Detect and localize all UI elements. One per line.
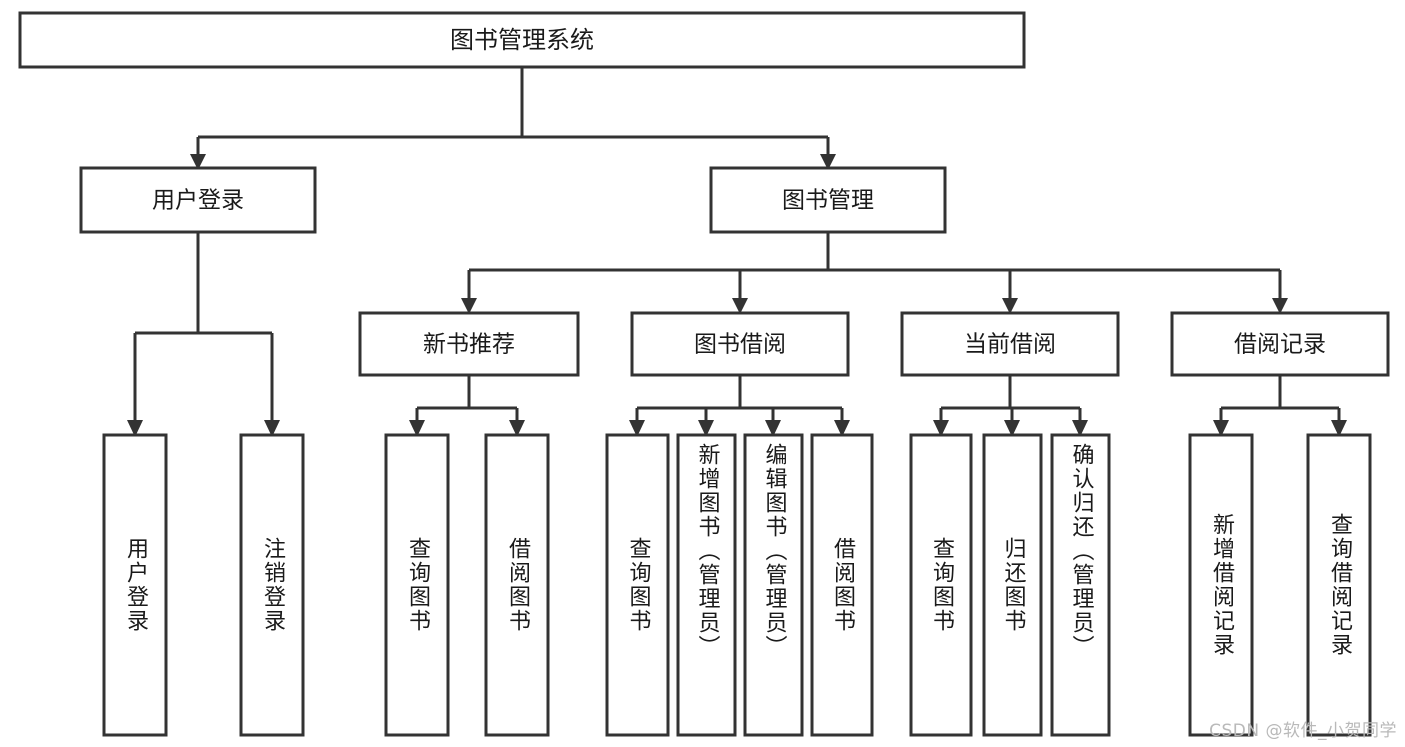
arrow-head-leaf-add-record (1213, 420, 1229, 437)
node-new-book-recommend-label: 新书推荐 (423, 332, 515, 358)
arrow-head-current-borrow (1002, 298, 1018, 314)
arrow-head-leaf-add-book (698, 420, 714, 437)
arrow-head-leaf-borrow-book-a (509, 420, 525, 437)
leaf-box-query-book-a[interactable] (384, 433, 450, 737)
node-borrow-record-box[interactable] (1170, 311, 1390, 377)
arrow-head-book-borrow (732, 298, 748, 314)
csdn-watermark: CSDN @软件_小贺同学 (1209, 721, 1397, 741)
node-user-login-box[interactable] (79, 166, 317, 234)
node-borrow-record[interactable]: 借阅记录 (1170, 311, 1390, 377)
leaf-box-borrow-book-b[interactable] (810, 433, 874, 737)
leaf-box-query-borrow-record[interactable] (1306, 433, 1372, 737)
connector-group-user-login-leaves (127, 232, 280, 437)
leaf-box-user-login[interactable] (102, 433, 168, 737)
leaf-box-logout[interactable] (239, 433, 305, 737)
node-book-management-box[interactable] (709, 166, 947, 234)
arrow-head-leaf-confirm-return (1072, 420, 1088, 437)
connector-group-current-borrow-leaves (933, 375, 1088, 437)
connector-group-root (190, 67, 836, 170)
node-book-management-label: 图书管理 (782, 188, 874, 214)
node-current-borrow[interactable]: 当前借阅 (900, 311, 1120, 377)
leaf-box-add-book-admin[interactable] (676, 433, 737, 737)
arrow-head-leaf-edit-book (765, 420, 781, 437)
arrow-head-book-mgmt (820, 154, 836, 170)
node-root-system[interactable]: 图书管理系统 (18, 11, 1026, 69)
arrow-head-leaf-user-login (127, 420, 143, 437)
node-book-management[interactable]: 图书管理 (709, 166, 947, 234)
arrow-head-leaf-query-book-b (629, 420, 645, 437)
arrow-head-leaf-query-book-a (409, 420, 425, 437)
connector-group-book-borrow-leaves (629, 375, 850, 437)
arrow-head-leaf-query-record (1331, 420, 1347, 437)
node-new-book-recommend-box[interactable] (358, 311, 580, 377)
leaf-box-group (102, 433, 1372, 737)
arrow-head-leaf-borrow-book-b (834, 420, 850, 437)
leaf-box-return-book[interactable] (982, 433, 1043, 737)
node-root-system-box[interactable] (18, 11, 1026, 69)
arrow-head-user-login (190, 154, 206, 170)
arrow-head-leaf-logout (264, 420, 280, 437)
connector-group-new-book-leaves (409, 375, 525, 437)
node-user-login-label: 用户登录 (152, 188, 244, 214)
node-root-system-label: 图书管理系统 (450, 26, 594, 54)
leaf-box-confirm-return-admin[interactable] (1050, 433, 1111, 737)
arrow-head-leaf-query-book-c (933, 420, 949, 437)
arrow-head-new-book (461, 298, 477, 314)
node-borrow-record-label: 借阅记录 (1234, 332, 1326, 358)
arrow-head-leaf-return-book (1004, 420, 1020, 437)
node-book-borrow-label: 图书借阅 (694, 332, 786, 358)
leaf-box-borrow-book-a[interactable] (484, 433, 550, 737)
connector-group-borrow-record-leaves (1213, 375, 1347, 437)
leaf-box-query-book-b[interactable] (605, 433, 670, 737)
node-new-book-recommend[interactable]: 新书推荐 (358, 311, 580, 377)
arrow-head-borrow-record (1272, 298, 1288, 314)
leaf-box-add-borrow-record[interactable] (1188, 433, 1254, 737)
node-user-login[interactable]: 用户登录 (79, 166, 317, 234)
node-book-borrow[interactable]: 图书借阅 (630, 311, 850, 377)
leaf-box-query-book-c[interactable] (909, 433, 973, 737)
node-book-borrow-box[interactable] (630, 311, 850, 377)
node-current-borrow-label: 当前借阅 (964, 332, 1056, 358)
node-current-borrow-box[interactable] (900, 311, 1120, 377)
leaf-box-edit-book-admin[interactable] (743, 433, 804, 737)
connector-group-book-mgmt (461, 232, 1288, 314)
